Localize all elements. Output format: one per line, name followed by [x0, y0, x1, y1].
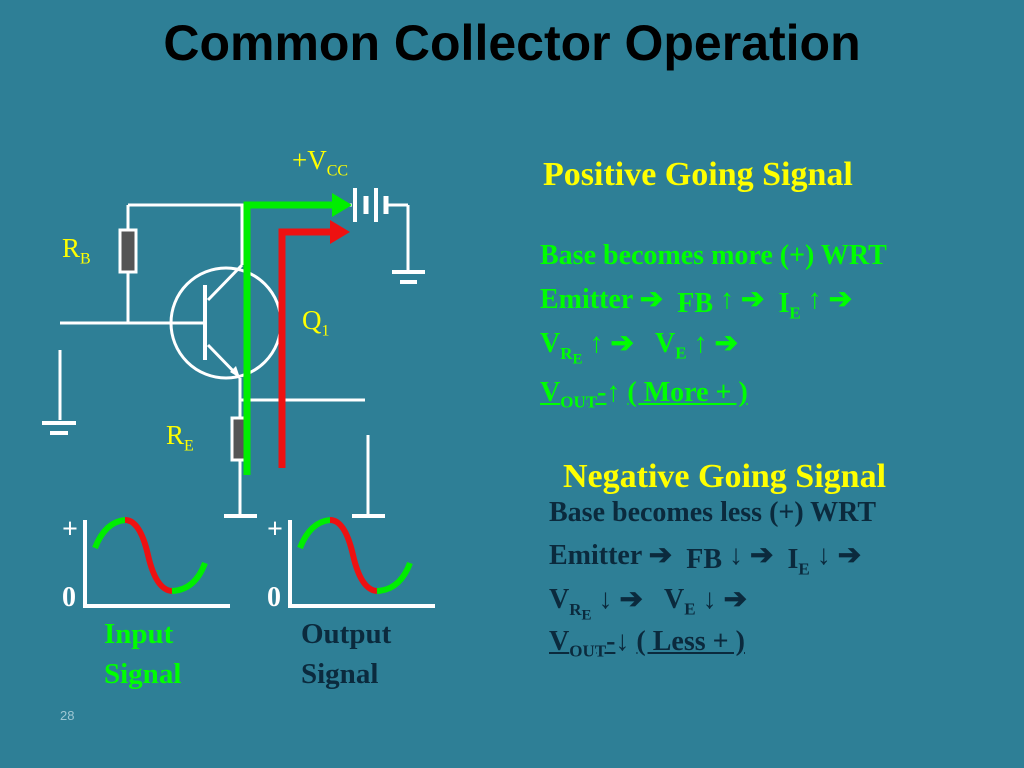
output-wave-bottom	[376, 561, 413, 594]
input-zero-label: 0	[62, 582, 76, 613]
output-signal-caption: Output Signal	[301, 614, 391, 694]
up-arrow-icon: ↑	[606, 377, 621, 408]
output-axes	[288, 520, 435, 608]
down-arrow-icon: ↓	[816, 540, 831, 571]
output-caption-line1: Output	[301, 618, 392, 650]
rb-label: RB	[62, 233, 91, 268]
input-signal-caption: Input Signal	[104, 614, 181, 694]
input-wave-middle	[124, 517, 173, 594]
right-arrow-icon: ➔	[828, 284, 853, 315]
negative-line2: Emitter ➔ FB ↓ ➔ IE ↓ ➔	[549, 540, 862, 579]
vcc-label: +VCC	[292, 145, 349, 180]
positive-line2: Emitter ➔ FB ↑ ➔ IE ↑ ➔	[540, 284, 853, 323]
vout-label: VOUT-	[549, 626, 616, 661]
down-arrow-icon: ↓	[615, 626, 630, 657]
input-ground-icon	[42, 421, 76, 435]
negative-line3: VRE ↓ ➔ VE ↓ ➔	[549, 582, 747, 624]
up-arrow-icon: ↑	[693, 328, 708, 359]
ie-label: IE	[787, 544, 810, 579]
negative-line1: Base becomes less (+) WRT	[549, 497, 877, 528]
down-arrow-icon: ↓	[729, 540, 744, 571]
collector-lead	[206, 263, 244, 302]
output-wave-top	[297, 517, 331, 550]
right-arrow-icon: ➔	[619, 584, 643, 615]
negative-heading: Negative Going Signal	[563, 458, 887, 495]
right-arrow-icon: ➔	[639, 284, 664, 315]
ve-label: VE	[664, 584, 696, 619]
output-plus-label: +	[267, 514, 283, 545]
positive-line3: VRE ↑ ➔ VE ↑ ➔	[540, 326, 738, 368]
vre-label: VRE	[540, 328, 583, 367]
slide-title: Common Collector Operation	[163, 15, 861, 71]
right-arrow-icon: ➔	[750, 540, 774, 571]
right-arrow-icon: ➔	[610, 328, 634, 359]
vout-label: VOUT-	[540, 377, 607, 412]
ground-symbols	[42, 270, 425, 518]
output-signal-graph	[288, 517, 435, 608]
input-caption-line2: Signal	[104, 658, 182, 690]
positive-line1: Base becomes more (+) WRT	[540, 240, 887, 271]
input-wave-top	[92, 517, 126, 550]
input-plus-label: +	[62, 514, 78, 545]
input-caption-line1: Input	[104, 618, 174, 650]
vre-label: VRE	[549, 584, 592, 623]
up-arrow-icon: ↑	[807, 284, 822, 315]
down-arrow-icon: ↓	[702, 584, 717, 615]
red-arrow-icon	[330, 220, 350, 244]
ie-label: IE	[778, 288, 801, 323]
re-label: RE	[166, 420, 194, 455]
output-caption-line2: Signal	[301, 658, 379, 690]
green-current-path	[243, 201, 335, 475]
input-axes	[83, 520, 230, 608]
right-arrow-icon: ➔	[837, 540, 862, 571]
right-arrow-icon: ➔	[741, 284, 765, 315]
green-arrow-icon	[332, 193, 352, 217]
input-wave-bottom	[171, 561, 208, 594]
right-arrow-icon: ➔	[723, 584, 748, 615]
emitter-arrow-icon	[230, 366, 240, 378]
positive-heading: Positive Going Signal	[543, 156, 853, 193]
input-signal-graph	[83, 517, 230, 608]
vcc-ground-icon	[392, 270, 425, 284]
up-arrow-icon: ↑	[589, 328, 604, 359]
red-current-path	[278, 228, 332, 468]
output-zero-label: 0	[267, 582, 281, 613]
positive-line4: VOUT-↑ ( More + )	[540, 377, 748, 413]
circuit-wires	[58, 203, 410, 515]
positive-result: ( More + )	[627, 377, 748, 408]
output-wave-middle	[329, 517, 378, 594]
rb-resistor	[118, 228, 138, 274]
down-arrow-icon: ↓	[598, 584, 613, 615]
ve-label: VE	[655, 328, 687, 363]
negative-line4: VOUT-↓ ( Less + )	[549, 626, 745, 662]
up-arrow-icon: ↑	[720, 284, 735, 315]
q1-label: Q1	[302, 305, 330, 340]
page-number: 28	[60, 708, 75, 723]
right-arrow-icon: ➔	[648, 540, 673, 571]
right-arrow-icon: ➔	[714, 328, 739, 359]
battery-icon	[353, 188, 389, 222]
negative-result: ( Less + )	[636, 626, 745, 657]
